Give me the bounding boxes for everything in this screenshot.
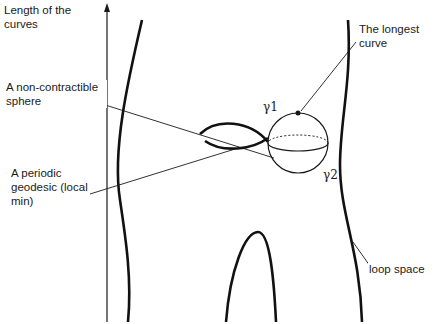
- axis-label: Length of the curves: [3, 3, 87, 31]
- leader-line: [102, 104, 274, 158]
- left-boundary-curve: [118, 20, 142, 322]
- callout-label: loop space: [368, 262, 426, 276]
- curve-label: γ1: [262, 100, 279, 114]
- right-boundary-curve: [340, 20, 362, 322]
- leader-line: [90, 149, 235, 194]
- sphere-outline: [268, 113, 328, 173]
- axis-arrowhead: [104, 3, 110, 12]
- length-axis: [106, 6, 107, 322]
- callout-label: The longest curve: [358, 22, 432, 50]
- callout-label: A non-contractible sphere: [5, 80, 107, 108]
- longest-curve-dot: [296, 111, 301, 116]
- curve-label: γ2: [322, 168, 339, 182]
- leader-line: [301, 42, 356, 111]
- callout-label: A periodic geodesic (local min): [10, 166, 90, 208]
- inner-arch-curve: [226, 232, 276, 322]
- handle-upper-curve: [200, 124, 268, 142]
- sphere-equator-back: [268, 135, 328, 143]
- sphere-equator-front: [268, 143, 328, 151]
